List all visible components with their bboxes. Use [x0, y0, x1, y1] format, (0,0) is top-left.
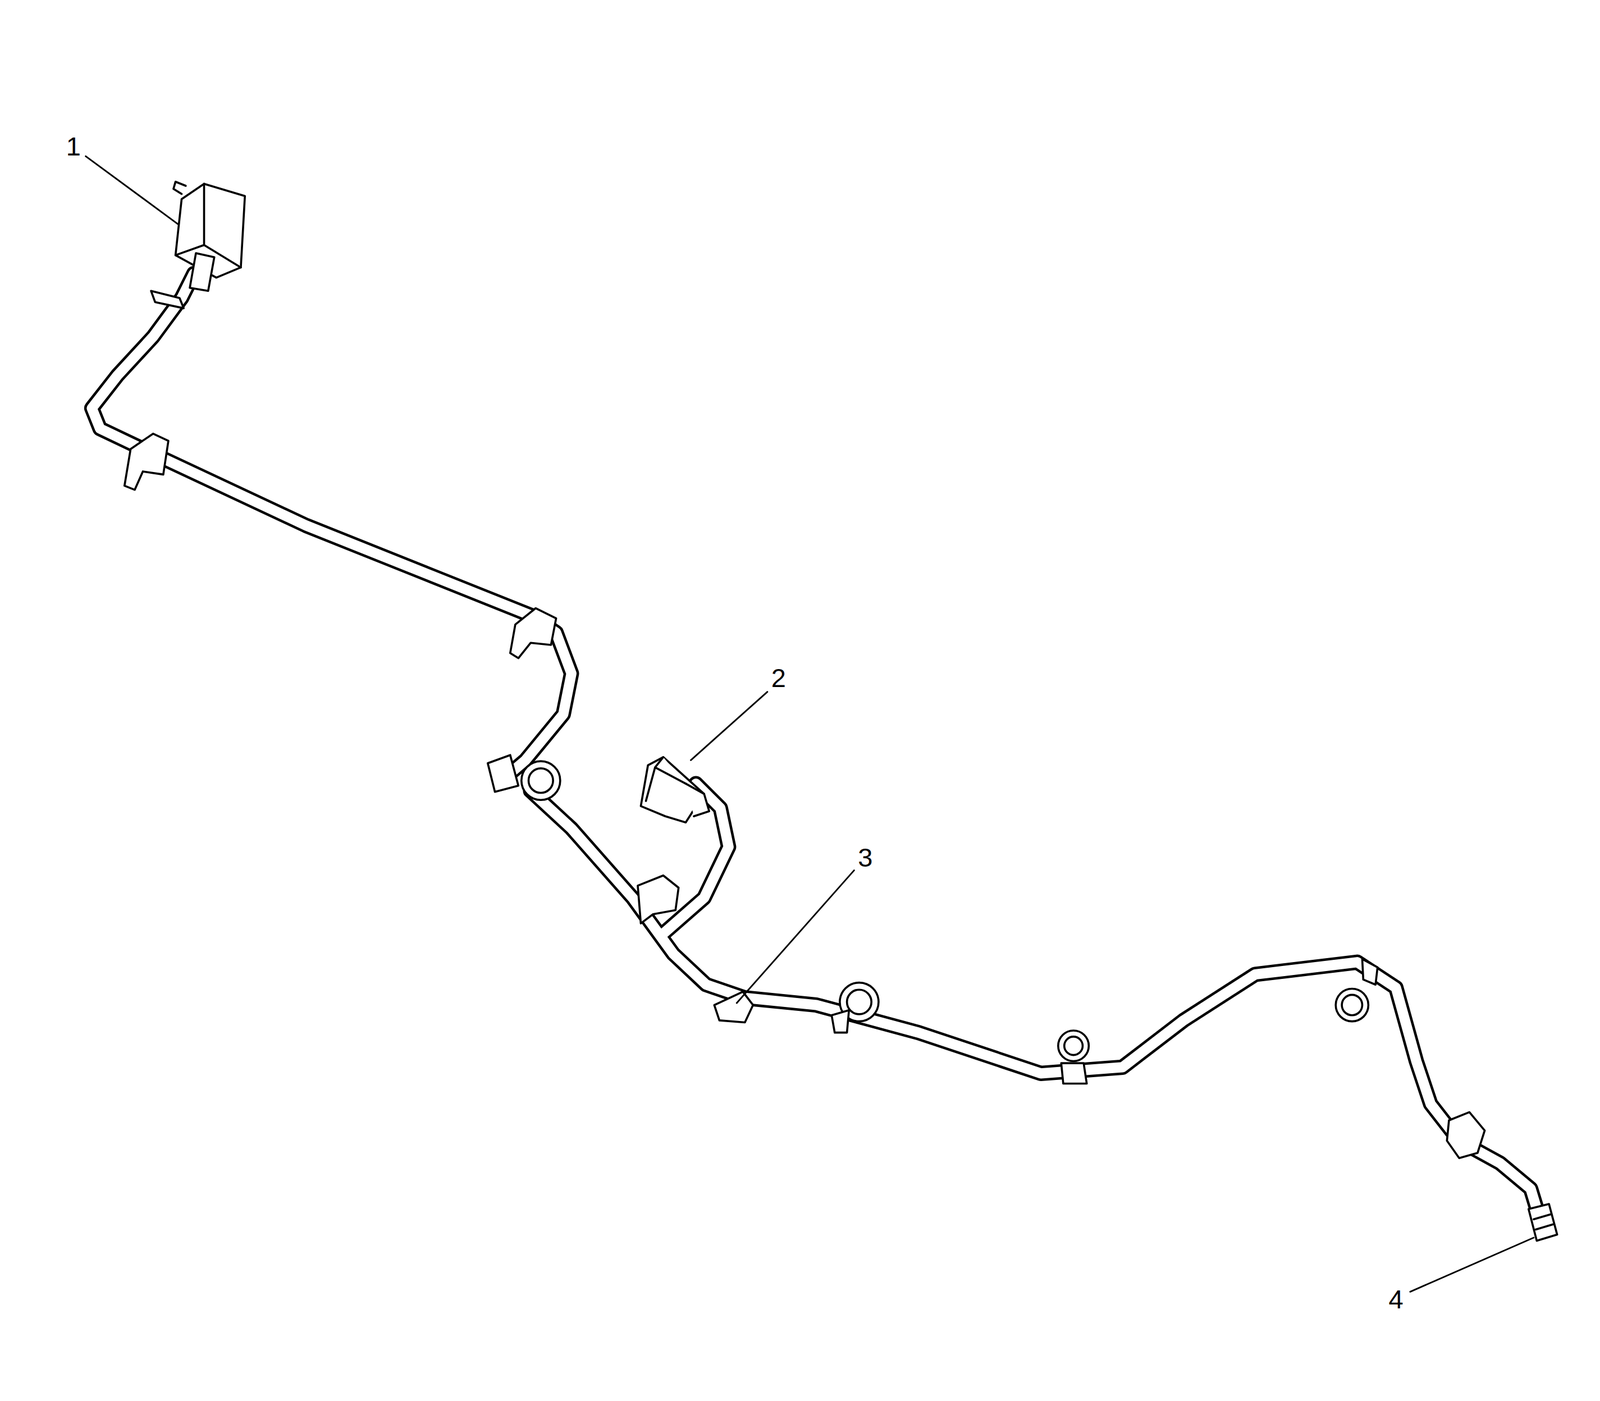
harness-outline — [92, 273, 572, 778]
connector-tab — [173, 181, 186, 195]
connector-boot — [685, 783, 710, 817]
clip — [1361, 959, 1378, 985]
callout-number: 2 — [771, 664, 786, 691]
clip — [124, 433, 169, 491]
clip — [510, 608, 557, 659]
connector-body — [1528, 1204, 1558, 1241]
callout-number: 4 — [1388, 1285, 1403, 1312]
callout-number: 3 — [857, 843, 873, 871]
leader-line — [691, 692, 768, 761]
clip-ring — [1335, 988, 1369, 1022]
connector-face — [646, 757, 687, 802]
leader-line — [1410, 1237, 1534, 1292]
clip — [1061, 1063, 1087, 1084]
connector-2 — [640, 757, 710, 823]
harness-fill — [92, 273, 572, 778]
clip — [714, 992, 753, 1023]
clip — [487, 755, 519, 792]
leader-line — [736, 870, 854, 1004]
clip — [637, 875, 679, 924]
mount-stud — [151, 290, 184, 309]
connector-4 — [1528, 1204, 1558, 1241]
leader-line — [85, 156, 179, 225]
clip-ring — [1064, 1036, 1083, 1056]
callout-number: 1 — [66, 132, 81, 159]
clip-ring — [528, 768, 554, 794]
harness-clips — [124, 433, 1485, 1159]
harness-tube — [92, 273, 1539, 1213]
clip — [831, 1010, 849, 1033]
clip-ring — [1341, 994, 1362, 1016]
clip-ring — [1058, 1030, 1090, 1062]
clip — [1446, 1112, 1485, 1159]
connector-1 — [151, 181, 245, 309]
leader-lines — [85, 156, 1534, 1292]
harness-outline — [530, 791, 1538, 1213]
connector-boot — [189, 253, 215, 291]
clip-ring — [521, 761, 561, 800]
harness-fill — [530, 791, 1538, 1213]
clip-ring — [847, 989, 872, 1015]
connector-face — [1533, 1214, 1554, 1230]
